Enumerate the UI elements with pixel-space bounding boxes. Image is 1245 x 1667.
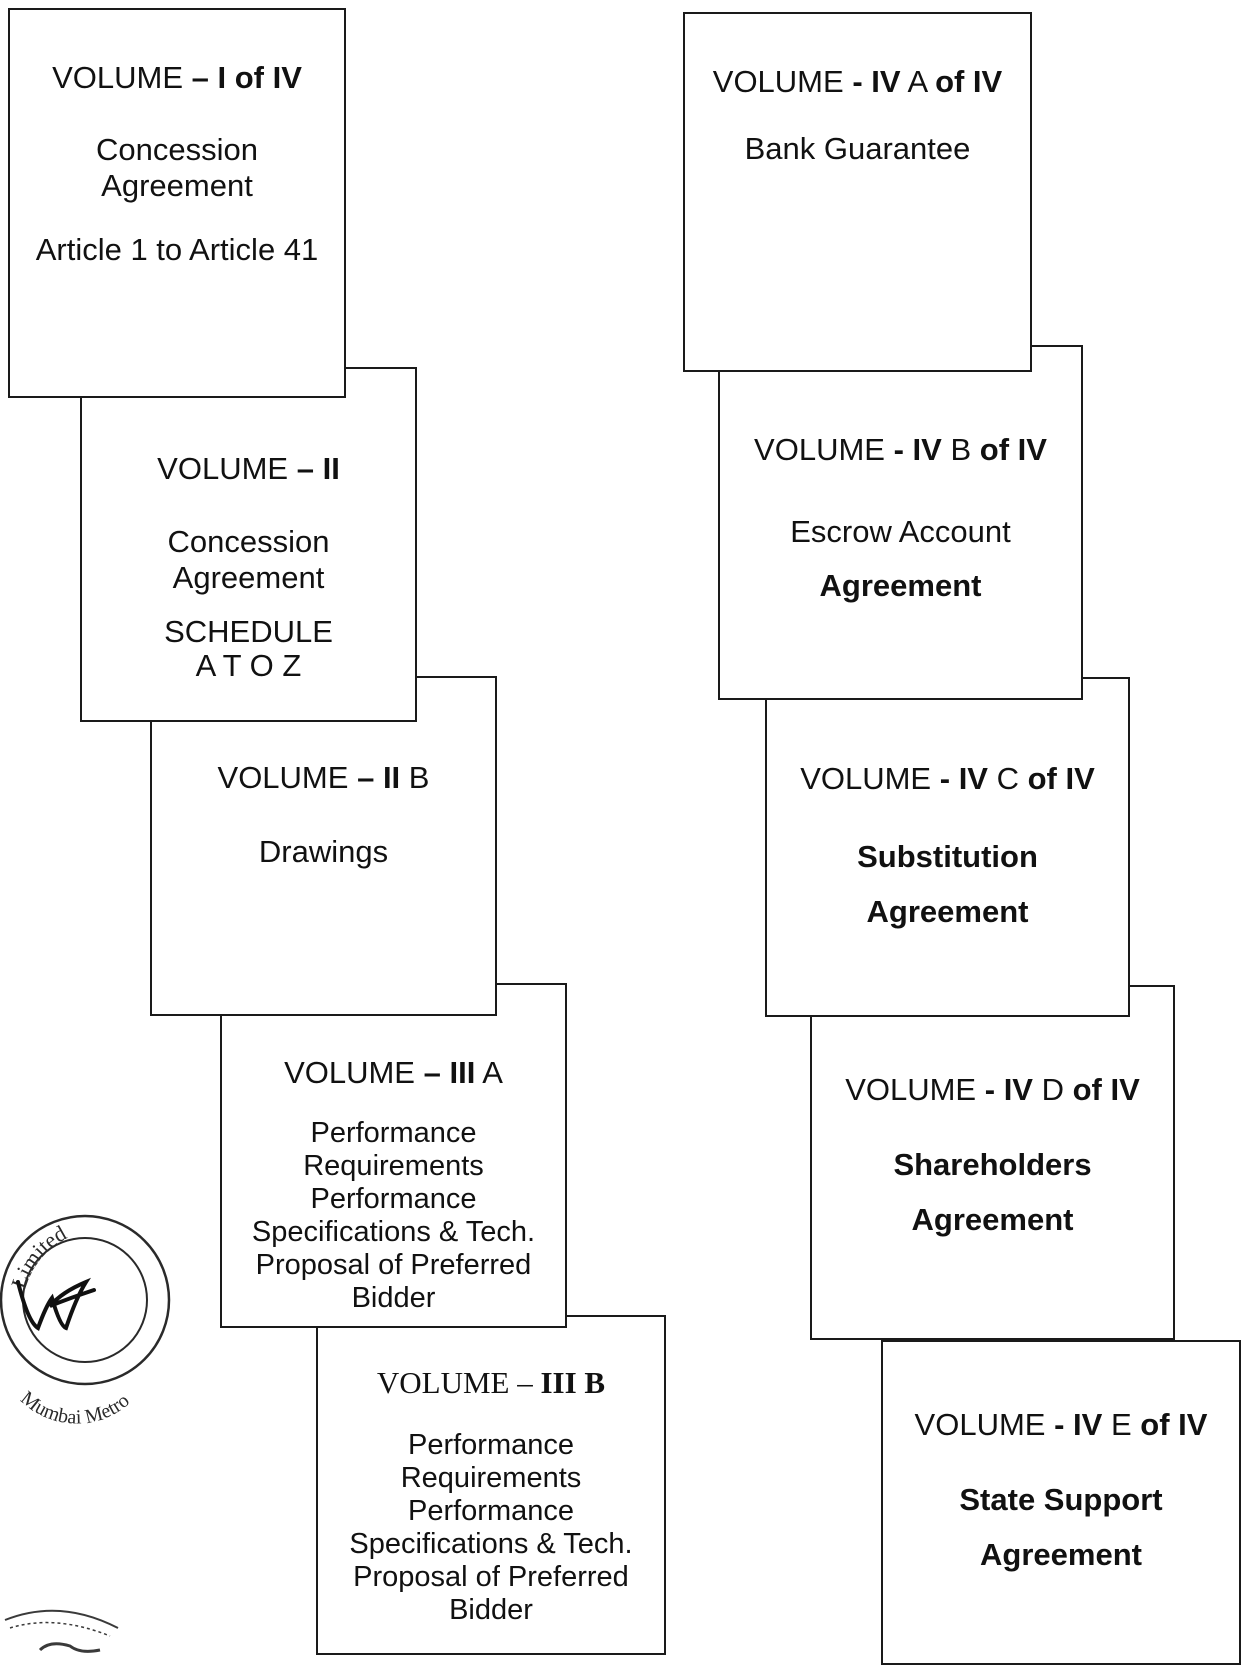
volume-4e-title: VOLUME - IV E of IV xyxy=(914,1407,1208,1442)
volume-3b-card: VOLUME – III B Performance Requirements … xyxy=(316,1315,666,1655)
volume-4c-card: VOLUME - IV C of IV Substitution Agreeme… xyxy=(765,677,1130,1017)
volume-4d-description: Shareholders Agreement xyxy=(893,1147,1092,1237)
volume-1-card: VOLUME – I of IV Concession Agreement Ar… xyxy=(8,8,346,398)
volume-4b-description: Escrow Account Agreement xyxy=(790,514,1011,603)
volume-1-title: VOLUME – I of IV xyxy=(52,60,302,95)
signature-mark xyxy=(16,1277,96,1331)
seal-text-bottom: Mumbai Metro xyxy=(16,1387,133,1429)
volume-1-description: Concession Agreement Article 1 to Articl… xyxy=(35,132,319,267)
volume-3a-description: Performance Requirements Performance Spe… xyxy=(251,1117,536,1314)
volume-2-card: VOLUME – II Concession Agreement SCHEDUL… xyxy=(80,367,417,722)
volume-2-description: Concession Agreement SCHEDULE A T O Z xyxy=(164,524,333,683)
round-stamp-partial xyxy=(4,1609,119,1653)
volume-4e-description: State Support Agreement xyxy=(959,1482,1163,1572)
volume-4e-card: VOLUME - IV E of IV State Support Agreem… xyxy=(881,1340,1241,1665)
volume-4a-card: VOLUME - IV A of IV Bank Guarantee xyxy=(683,12,1032,372)
company-seal-stamp: Limited Mumbai Metro xyxy=(0,1214,171,1429)
volume-4a-description: Bank Guarantee xyxy=(744,131,971,166)
volume-3b-description: Performance Requirements Performance Spe… xyxy=(349,1429,633,1626)
volume-3b-title: VOLUME – III B xyxy=(376,1365,606,1400)
volume-4c-title: VOLUME - IV C of IV xyxy=(800,761,1095,796)
volume-2b-title: VOLUME – II B xyxy=(217,760,430,795)
volume-4b-card: VOLUME - IV B of IV Escrow Account Agree… xyxy=(718,345,1083,700)
volume-4a-title: VOLUME - IV A of IV xyxy=(712,64,1003,99)
volume-4d-card: VOLUME - IV D of IV Shareholders Agreeme… xyxy=(810,985,1175,1340)
volume-4b-title: VOLUME - IV B of IV xyxy=(754,432,1047,467)
volume-4d-title: VOLUME - IV D of IV xyxy=(845,1072,1140,1107)
volume-2-title: VOLUME – II xyxy=(157,451,340,486)
volume-3a-title: VOLUME – III A xyxy=(284,1055,503,1090)
volume-2b-card: VOLUME – II B Drawings xyxy=(150,676,497,1016)
volume-4c-description: Substitution Agreement xyxy=(857,839,1038,929)
volume-2b-description: Drawings xyxy=(258,834,389,869)
volume-3a-card: VOLUME – III A Performance Requirements … xyxy=(220,983,567,1328)
